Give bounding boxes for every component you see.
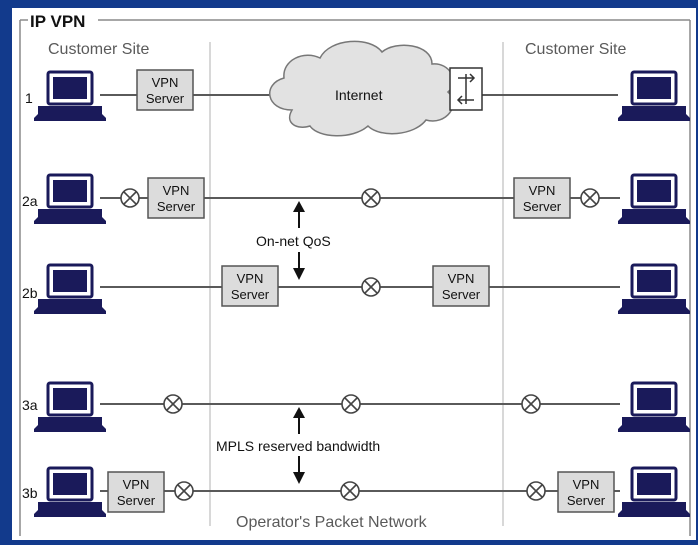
node-row-2a-1-icon bbox=[120, 188, 140, 208]
computer-right-row-2b-icon bbox=[618, 263, 690, 314]
vpn-server-row-2a-right-server-text: Server bbox=[523, 199, 562, 214]
node-row-2b-1-icon bbox=[361, 277, 381, 297]
vpn-server-row-2a-right-vpn-text: VPN bbox=[529, 183, 556, 198]
vpn-server-row-3b-right-server-text: Server bbox=[567, 493, 606, 508]
vpn-server-row-3b-right-vpn-text: VPN bbox=[573, 477, 600, 492]
header-customer-site-left: Customer Site bbox=[48, 41, 149, 58]
vpn-server-row-3b-left-vpn-text: VPN bbox=[123, 477, 150, 492]
computer-left-row-3a-icon bbox=[34, 381, 106, 432]
computer-right-row-3a-icon bbox=[618, 381, 690, 432]
on-net-qos-label: On-net QoS bbox=[256, 233, 331, 249]
vpn-server-row-2b-left-vpn-text: VPN bbox=[237, 271, 264, 286]
node-row-3a-3-icon bbox=[521, 394, 541, 414]
frame-border bbox=[19, 19, 691, 536]
vpn-server-row-1-left-vpn-text: VPN bbox=[152, 75, 179, 90]
vpn-server-row-1-left-server-text: Server bbox=[146, 91, 185, 106]
computer-left-row-1-icon bbox=[34, 70, 106, 121]
mpls-arrows bbox=[293, 407, 305, 484]
row-label-1: 1 bbox=[25, 90, 33, 106]
encryption-nodes-layer bbox=[120, 188, 600, 501]
diagram-title: IP VPN bbox=[30, 12, 85, 31]
computer-right-row-1-icon bbox=[618, 70, 690, 121]
node-row-3a-1-icon bbox=[163, 394, 183, 414]
node-row-3b-1-icon bbox=[174, 481, 194, 501]
operator-packet-network-label: Operator's Packet Network bbox=[236, 514, 428, 531]
vpn-servers-layer: VPNServerVPNServerVPNServerVPNServerVPNS… bbox=[107, 69, 615, 513]
row-label-2a: 2a bbox=[22, 193, 38, 209]
qos-arrows bbox=[293, 201, 305, 280]
node-row-3a-2-icon bbox=[341, 394, 361, 414]
mpls-reserved-bandwidth-label: MPLS reserved bandwidth bbox=[216, 438, 380, 454]
vpn-server-row-2b-right-server-text: Server bbox=[442, 287, 481, 302]
computers-layer bbox=[34, 70, 690, 517]
computer-right-row-3b-icon bbox=[618, 466, 690, 517]
node-row-3b-3-icon bbox=[526, 481, 546, 501]
node-row-2a-2-icon bbox=[361, 188, 381, 208]
internet-label: Internet bbox=[335, 87, 383, 103]
row-label-2b: 2b bbox=[22, 285, 38, 301]
vpn-server-row-2b-left-server-text: Server bbox=[231, 287, 270, 302]
vpn-server-row-2b-right-vpn-text: VPN bbox=[448, 271, 475, 286]
computer-right-row-2a-icon bbox=[618, 173, 690, 224]
computer-left-row-3b-icon bbox=[34, 466, 106, 517]
node-row-2a-3-icon bbox=[580, 188, 600, 208]
vpn-server-row-2a-left-server-text: Server bbox=[157, 199, 196, 214]
router-icon bbox=[449, 67, 483, 111]
header-customer-site-right: Customer Site bbox=[525, 41, 626, 58]
computer-left-row-2b-icon bbox=[34, 263, 106, 314]
vpn-server-row-2a-left-vpn-text: VPN bbox=[163, 183, 190, 198]
node-row-3b-2-icon bbox=[340, 481, 360, 501]
row-label-3b: 3b bbox=[22, 485, 38, 501]
row-label-3a: 3a bbox=[22, 397, 38, 413]
vpn-server-row-3b-left-server-text: Server bbox=[117, 493, 156, 508]
computer-left-row-2a-icon bbox=[34, 173, 106, 224]
